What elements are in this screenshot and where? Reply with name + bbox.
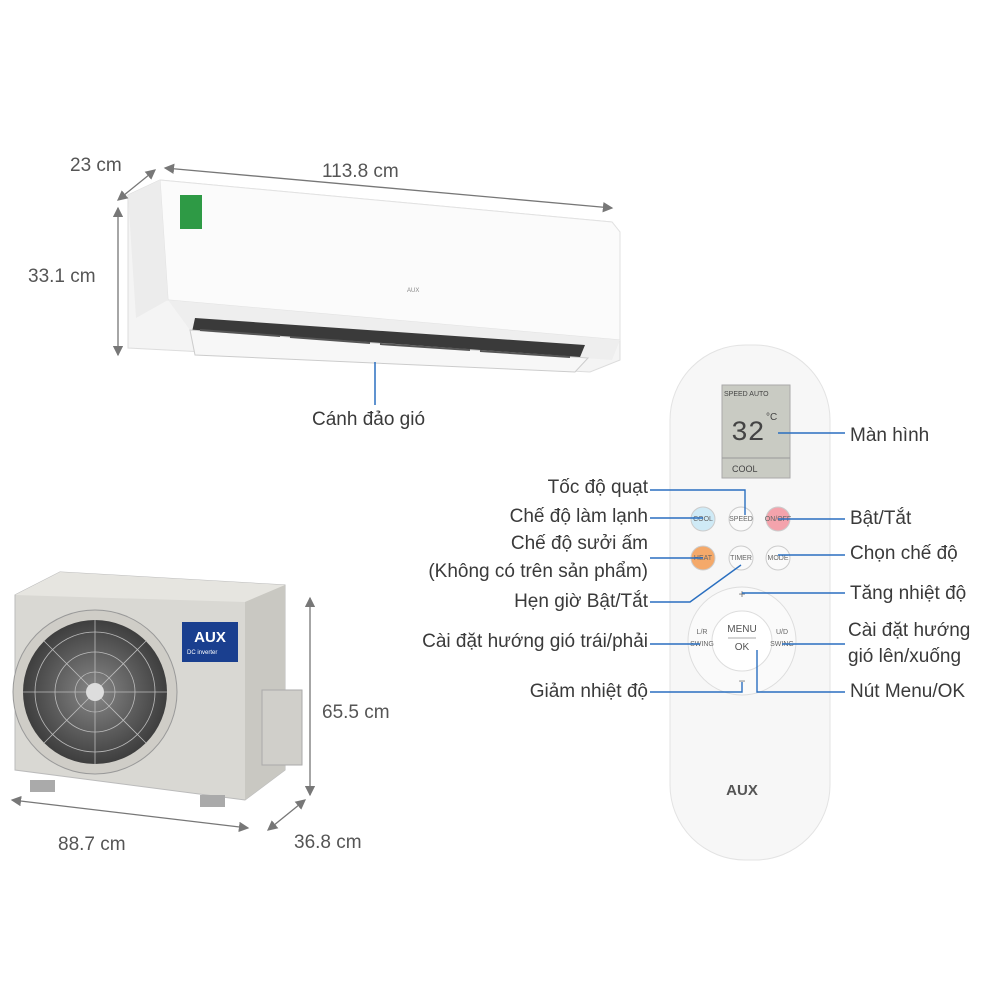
outdoor-depth-label: 36.8 cm: [294, 832, 362, 853]
callout-lr-swing: Cài đặt hướng gió trái/phải: [422, 631, 648, 652]
callout-temp-up: Tăng nhiệt độ: [850, 583, 967, 604]
callout-fan-speed: Tốc độ quạt: [547, 477, 648, 498]
outdoor-height-label: 65.5 cm: [322, 702, 390, 723]
timer-button-label: TIMER: [730, 555, 752, 562]
callout-temp-down: Giảm nhiệt độ: [529, 681, 648, 702]
callout-mode-select: Chọn chế độ: [850, 543, 958, 564]
energy-label-icon: [180, 195, 202, 229]
outdoor-badge-text: DC inverter: [187, 650, 218, 656]
callout-menu-ok: Nút Menu/OK: [850, 681, 966, 702]
lr-button-label[interactable]: L/R: [697, 629, 708, 636]
display-temp: 32: [731, 418, 765, 449]
indoor-width-label: 113.8 cm: [322, 161, 399, 182]
indoor-brand-text: AUX: [407, 288, 420, 294]
callout-cool-mode: Chế độ làm lạnh: [509, 506, 648, 527]
menu-label: MENU: [727, 624, 756, 635]
indoor-height-label: 33.1 cm: [28, 266, 96, 287]
remote-brand-logo: AUX: [726, 782, 758, 799]
outdoor-unit: AUX: [10, 571, 316, 833]
callout-timer: Hẹn giờ Bật/Tắt: [514, 591, 648, 612]
minus-button[interactable]: −: [738, 674, 745, 688]
callout-onoff: Bật/Tắt: [850, 508, 912, 529]
outdoor-brand-logo: AUX: [194, 629, 226, 646]
ok-label: OK: [735, 642, 750, 653]
menu-ok-button[interactable]: [711, 610, 773, 672]
cool-button-label: COOL: [693, 516, 713, 523]
outdoor-width-label: 88.7 cm: [58, 834, 126, 855]
mode-button[interactable]: [765, 545, 791, 571]
indoor-unit: [112, 163, 621, 405]
louver-label: Cánh đảo gió: [312, 409, 426, 430]
lr-swing-label: SWING: [690, 641, 714, 648]
speed-button-label: SPEED: [729, 516, 753, 523]
outdoor-brand-badge: [182, 622, 238, 662]
cool-button[interactable]: [690, 506, 716, 532]
callout-ud-swing-1: Cài đặt hướng: [848, 620, 971, 641]
callout-ud-swing-2: gió lên/xuống: [848, 646, 962, 667]
plus-button[interactable]: +: [738, 587, 745, 601]
outdoor-depth-line: [266, 799, 307, 831]
mode-button-label: MODE: [768, 555, 789, 562]
timer-button[interactable]: [728, 545, 754, 571]
speed-button[interactable]: [728, 506, 754, 532]
display-mode: COOL: [732, 464, 758, 474]
width-dimension-line: [163, 163, 614, 213]
remote-display: [721, 384, 791, 479]
callout-heat-note: (Không có trên sản phẩm): [428, 561, 648, 582]
callout-heat-mode: Chế độ sưởi ấm: [510, 533, 648, 554]
outdoor-width-line: [10, 795, 250, 833]
indoor-depth-label: 23 cm: [70, 155, 122, 176]
ud-button-label[interactable]: U/D: [776, 629, 788, 636]
display-unit: °C: [766, 412, 777, 423]
callout-leader-lines: [650, 432, 845, 693]
display-top-text: SPEED AUTO: [724, 391, 769, 398]
callout-screen: Màn hình: [850, 425, 930, 446]
depth-dimension-line: [116, 169, 157, 201]
heat-button-label: HEAT: [694, 555, 713, 562]
remote-control: SPEED AUTO 32 °C COOL COOL SPEED ON/OFF …: [669, 344, 831, 861]
